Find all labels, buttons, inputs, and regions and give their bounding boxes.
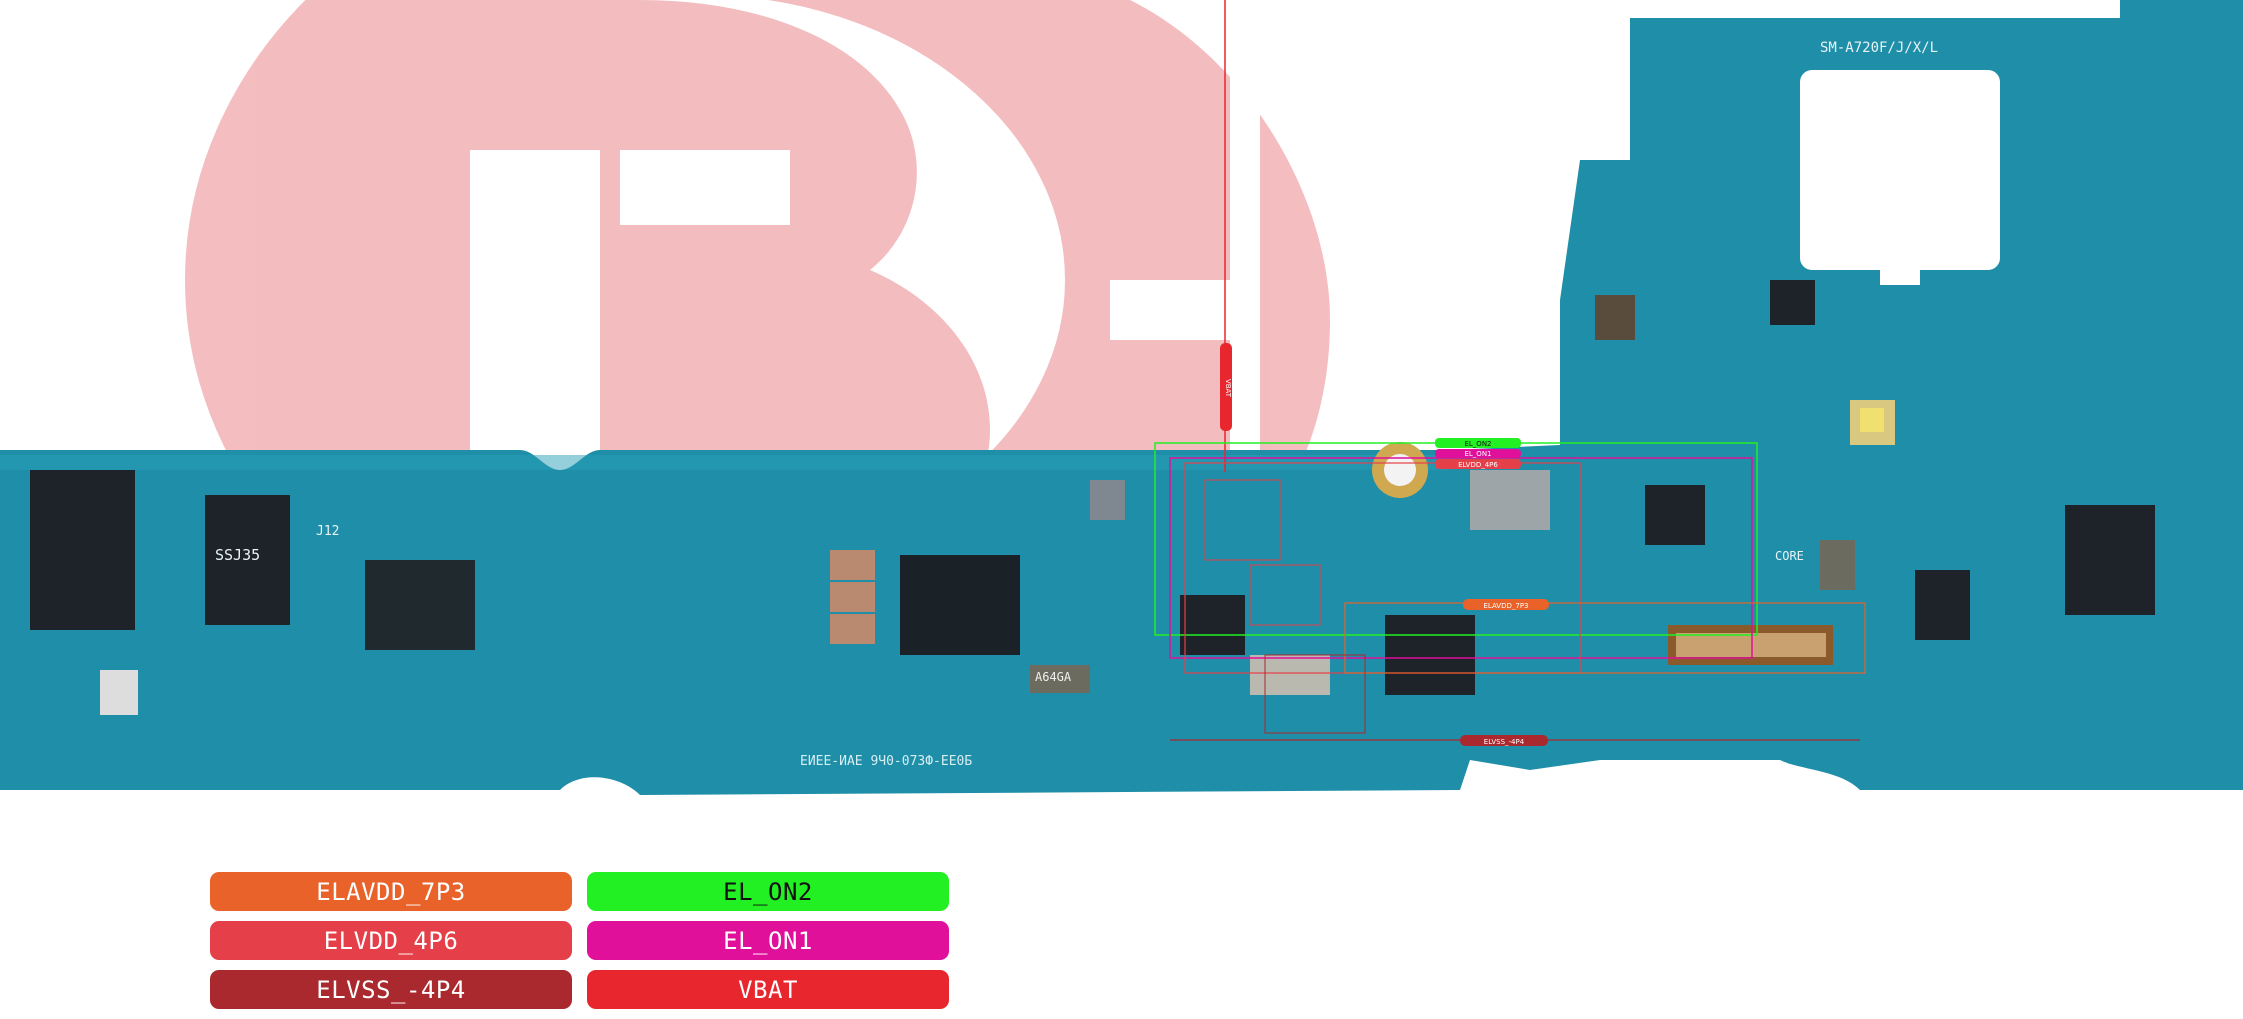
pcb-board: SM-A720F/J/X/L ЕИЕЕ-ИАЕ 9Ч0-07ЗФ-ЕЕ0Б SS… bbox=[0, 0, 2243, 795]
net-tags: VBAT EL_ON2 EL_ON1 ELVDD_4P6 ELAVDD_7P3 … bbox=[1220, 343, 1549, 746]
el-on1-tag-label: EL_ON1 bbox=[1464, 450, 1491, 458]
elavdd-tag-label: ELAVDD_7P3 bbox=[1483, 602, 1528, 610]
legend-elavdd-7p3: ELAVDD_7P3 bbox=[210, 872, 572, 911]
marking-core: CORE bbox=[1775, 549, 1804, 563]
elvss-tag-label: ELVSS_-4P4 bbox=[1484, 738, 1525, 746]
chip-label-small: A64GA bbox=[1035, 670, 1072, 684]
legend-el-on2: EL_ON2 bbox=[587, 872, 949, 911]
legend-el-on1: EL_ON1 bbox=[587, 921, 949, 960]
vbat-tag bbox=[1220, 343, 1232, 431]
legend-elvdd-4p6: ELVDD_4P6 bbox=[210, 921, 572, 960]
el-on2-tag-label: EL_ON2 bbox=[1464, 440, 1491, 448]
elvdd-tag-label: ELVDD_4P6 bbox=[1458, 461, 1498, 469]
board-silk-code: ЕИЕЕ-ИАЕ 9Ч0-07ЗФ-ЕЕ0Б bbox=[800, 754, 972, 769]
legend-elvss-m4p4: ELVSS_-4P4 bbox=[210, 970, 572, 1009]
chip-label-left: SSJ35 bbox=[215, 546, 260, 564]
el-on2-tag bbox=[1435, 438, 1521, 448]
elvdd-tag bbox=[1435, 459, 1521, 469]
vbat-tag-label: VBAT bbox=[1224, 379, 1232, 398]
marking-j12: J12 bbox=[316, 524, 339, 539]
elavdd-tag bbox=[1463, 599, 1549, 610]
legend-vbat: VBAT bbox=[587, 970, 949, 1009]
board-model-text: SM-A720F/J/X/L bbox=[1820, 40, 1938, 56]
el-on1-tag bbox=[1435, 449, 1521, 458]
elvss-tag bbox=[1460, 735, 1548, 746]
